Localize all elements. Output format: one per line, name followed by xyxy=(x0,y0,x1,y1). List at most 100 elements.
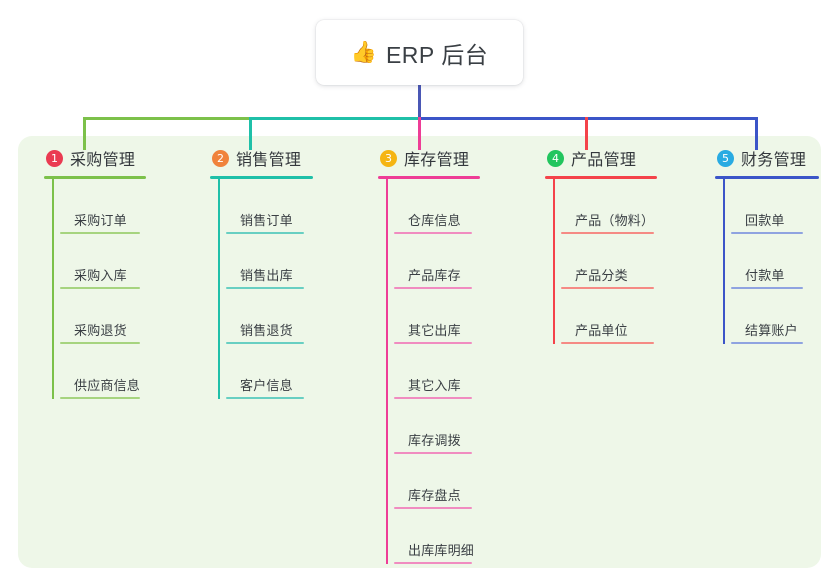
leaf-item[interactable]: 销售出库 xyxy=(218,234,313,289)
leaf-item-underline xyxy=(226,342,304,344)
branch-spine xyxy=(386,179,388,564)
branch-underline xyxy=(545,176,657,179)
leaf-item-underline xyxy=(394,232,472,234)
leaf-item-label: 销售出库 xyxy=(240,268,293,283)
branch-underline xyxy=(44,176,146,179)
leaf-item-label: 回款单 xyxy=(745,213,785,228)
leaf-item-underline xyxy=(226,232,304,234)
diagram-panel xyxy=(18,136,821,568)
leaf-item[interactable]: 仓库信息 xyxy=(386,179,480,234)
leaf-item[interactable]: 采购入库 xyxy=(52,234,146,289)
leaf-item[interactable]: 产品库存 xyxy=(386,234,480,289)
leaf-item-underline xyxy=(731,232,803,234)
leaf-item[interactable]: 产品（物料） xyxy=(553,179,657,234)
leaf-item-label: 客户信息 xyxy=(240,378,293,393)
branch-title: 库存管理 xyxy=(404,152,470,169)
leaf-item-label: 产品库存 xyxy=(408,268,461,283)
leaf-item-underline xyxy=(561,232,654,234)
leaf-item-label: 销售订单 xyxy=(240,213,293,228)
branch-spine xyxy=(553,179,555,344)
branch-spine xyxy=(52,179,54,399)
branch-number-badge: 4 xyxy=(547,149,564,167)
leaf-item[interactable]: 供应商信息 xyxy=(52,344,146,399)
leaf-item-underline xyxy=(60,232,140,234)
leaf-item-label: 产品分类 xyxy=(575,268,628,283)
leaf-item[interactable]: 客户信息 xyxy=(218,344,313,399)
leaf-item-label: 供应商信息 xyxy=(74,378,141,393)
branch-item-list: 采购订单采购入库采购退货供应商信息 xyxy=(44,179,146,399)
thumbs-up-icon: 👍 xyxy=(350,41,377,64)
leaf-item-underline xyxy=(60,342,140,344)
leaf-item[interactable]: 采购退货 xyxy=(52,289,146,344)
leaf-item-underline xyxy=(226,397,304,399)
leaf-item-label: 库存调拨 xyxy=(408,433,461,448)
leaf-item-label: 库存盘点 xyxy=(408,488,461,503)
branch-column-2: 2 销售管理销售订单销售出库销售退货客户信息 xyxy=(210,146,313,399)
leaf-item[interactable]: 销售订单 xyxy=(218,179,313,234)
leaf-item[interactable]: 其它入库 xyxy=(386,344,480,399)
branch-underline xyxy=(378,176,480,179)
leaf-item-underline xyxy=(394,397,472,399)
leaf-item-underline xyxy=(394,287,472,289)
leaf-item[interactable]: 库存盘点 xyxy=(386,454,480,509)
branch-spine xyxy=(723,179,725,344)
leaf-item-underline xyxy=(731,287,803,289)
branch-number-badge: 2 xyxy=(212,149,229,167)
leaf-item[interactable]: 产品分类 xyxy=(553,234,657,289)
leaf-item-label: 采购订单 xyxy=(74,213,127,228)
leaf-item-underline xyxy=(394,507,472,509)
leaf-item-label: 采购入库 xyxy=(74,268,127,283)
leaf-item-underline xyxy=(394,452,472,454)
branch-number-badge: 3 xyxy=(380,149,397,167)
root-node[interactable]: 👍 ERP 后台 xyxy=(316,20,523,85)
leaf-item-label: 结算账户 xyxy=(745,323,798,338)
leaf-item[interactable]: 付款单 xyxy=(723,234,819,289)
branch-item-list: 仓库信息产品库存其它出库其它入库库存调拨库存盘点出库库明细 xyxy=(378,179,480,564)
leaf-item-underline xyxy=(731,342,803,344)
leaf-item[interactable]: 其它出库 xyxy=(386,289,480,344)
leaf-item-underline xyxy=(60,397,140,399)
branch-header-2[interactable]: 2 销售管理 xyxy=(210,146,313,170)
leaf-item[interactable]: 销售退货 xyxy=(218,289,313,344)
branch-title: 财务管理 xyxy=(741,152,807,169)
branch-column-4: 4 产品管理产品（物料） 产品分类产品单位 xyxy=(545,146,657,344)
leaf-item-underline xyxy=(561,342,654,344)
branch-header-3[interactable]: 3 库存管理 xyxy=(378,146,480,170)
leaf-item-underline xyxy=(60,287,140,289)
leaf-item[interactable]: 回款单 xyxy=(723,179,819,234)
branch-title: 采购管理 xyxy=(70,152,136,169)
branch-column-3: 3 库存管理仓库信息产品库存其它出库其它入库库存调拨库存盘点出库库明细 xyxy=(378,146,480,564)
branch-spine xyxy=(218,179,220,399)
leaf-item-underline xyxy=(394,342,472,344)
leaf-item-label: 产品单位 xyxy=(575,323,628,338)
leaf-item[interactable]: 产品单位 xyxy=(553,289,657,344)
branch-title: 产品管理 xyxy=(571,152,637,169)
branch-item-list: 产品（物料） 产品分类产品单位 xyxy=(545,179,657,344)
branch-number-badge: 5 xyxy=(717,149,734,167)
leaf-item-label: 其它出库 xyxy=(408,323,461,338)
leaf-item-underline xyxy=(561,287,654,289)
leaf-item-underline xyxy=(394,562,472,564)
leaf-item-label: 出库库明细 xyxy=(408,543,475,558)
leaf-item-label: 销售退货 xyxy=(240,323,293,338)
root-node-title: ERP 后台 xyxy=(385,41,489,68)
branch-header-4[interactable]: 4 产品管理 xyxy=(545,146,657,170)
leaf-item-label: 其它入库 xyxy=(408,378,461,393)
branch-column-5: 5 财务管理回款单付款单结算账户 xyxy=(715,146,819,344)
leaf-item[interactable]: 库存调拨 xyxy=(386,399,480,454)
branch-underline xyxy=(715,176,819,179)
leaf-item-underline xyxy=(226,287,304,289)
leaf-item-label: 采购退货 xyxy=(74,323,127,338)
branch-header-5[interactable]: 5 财务管理 xyxy=(715,146,819,170)
branch-title: 销售管理 xyxy=(236,152,302,169)
leaf-item[interactable]: 出库库明细 xyxy=(386,509,480,564)
branch-underline xyxy=(210,176,313,179)
leaf-item-label: 付款单 xyxy=(745,268,785,283)
branch-item-list: 回款单付款单结算账户 xyxy=(715,179,819,344)
leaf-item-label: 产品（物料） xyxy=(575,213,655,228)
leaf-item[interactable]: 采购订单 xyxy=(52,179,146,234)
leaf-item[interactable]: 结算账户 xyxy=(723,289,819,344)
